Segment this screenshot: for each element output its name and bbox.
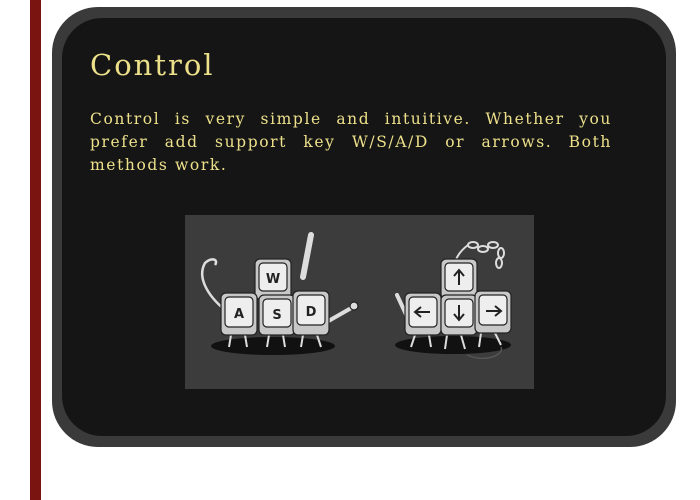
section-description: Control is very simple and intuitive. Wh…: [90, 110, 612, 174]
key-right: [474, 290, 512, 334]
key-s: S: [258, 294, 296, 336]
key-a: A: [220, 292, 258, 336]
wasd-group: W A S D: [200, 232, 359, 348]
arrow-right-icon: [486, 305, 503, 317]
arrows-group: [395, 241, 512, 359]
arrows-shadow: [395, 336, 511, 354]
arrow-left-icon: [413, 306, 430, 318]
keys-cartoon: W A S D: [200, 232, 512, 359]
section-title: Control: [90, 48, 215, 82]
controls-illustration: W A S D: [185, 215, 534, 389]
key-a-label: A: [234, 307, 244, 322]
key-d: D: [292, 290, 330, 336]
bat-icon: [300, 232, 314, 280]
left-accent-bar: [30, 0, 41, 500]
key-w: W: [254, 258, 292, 300]
key-down: [440, 294, 478, 336]
key-s-label: S: [272, 308, 281, 323]
key-w-label: W: [266, 272, 280, 287]
arrow-down-icon: [453, 305, 465, 322]
key-up: [440, 258, 478, 300]
key-d-label: D: [306, 305, 317, 320]
key-left: [404, 292, 442, 336]
wrench-icon: [323, 305, 355, 325]
whip-icon: [200, 258, 226, 311]
wasd-shadow: [211, 337, 335, 355]
arrow-up-icon: [453, 268, 465, 285]
